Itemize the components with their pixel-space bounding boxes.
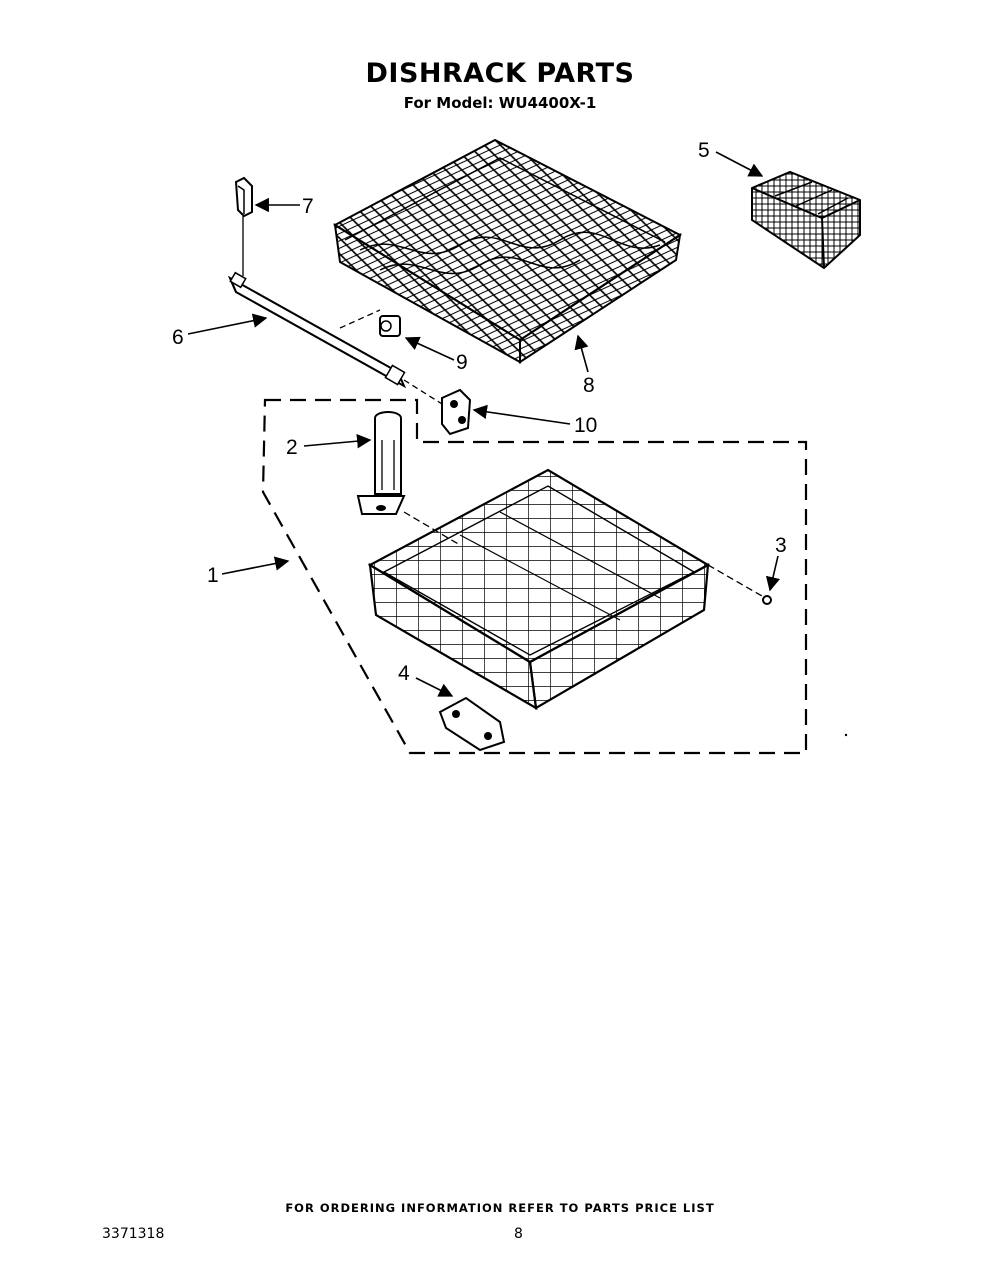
- lower-rack-roller: [438, 696, 506, 752]
- leader-6: [187, 313, 268, 335]
- callout-10: 10: [574, 414, 597, 437]
- callout-1: 1: [207, 564, 219, 587]
- rack-roller-assembly: [403, 379, 472, 436]
- callout-5: 5: [698, 139, 710, 162]
- screw: [762, 595, 772, 605]
- leader-9: [404, 336, 455, 361]
- ordering-note: FOR ORDERING INFORMATION REFER TO PARTS …: [285, 1201, 715, 1215]
- wash-tower: [356, 411, 406, 515]
- rack-roller-small: [339, 309, 401, 337]
- rack-adjuster-rail: [227, 271, 407, 389]
- leader-4: [415, 677, 454, 697]
- callout-6: 6: [172, 326, 184, 349]
- upper-rack: [332, 138, 682, 364]
- page-number: 8: [514, 1226, 523, 1242]
- rack-stop-clip: [234, 176, 253, 276]
- callout-4: 4: [398, 662, 410, 685]
- lower-rack: [367, 468, 763, 711]
- callout-9: 9: [456, 351, 468, 374]
- callout-8: 8: [583, 374, 595, 397]
- document-number: 3371318: [102, 1226, 165, 1242]
- model-label: For Model:: [403, 94, 494, 112]
- leader-3: [765, 555, 780, 592]
- stray-dot: [844, 733, 848, 737]
- model-number: WU4400X-1: [498, 94, 597, 112]
- leader-10: [472, 404, 571, 425]
- lower-rack-assembly-boundary: [261, 398, 808, 755]
- leader-5: [715, 151, 764, 177]
- leader-8: [574, 334, 589, 373]
- callout-3: 3: [775, 534, 787, 557]
- model-subtitle: For Model: WU4400X-1: [0, 94, 1000, 112]
- callout-7: 7: [302, 195, 314, 218]
- page-title: DISHRACK PARTS: [365, 58, 635, 89]
- silverware-basket: [751, 170, 861, 270]
- leader-1: [221, 556, 290, 575]
- leader-2: [303, 434, 372, 449]
- callout-2: 2: [286, 436, 298, 459]
